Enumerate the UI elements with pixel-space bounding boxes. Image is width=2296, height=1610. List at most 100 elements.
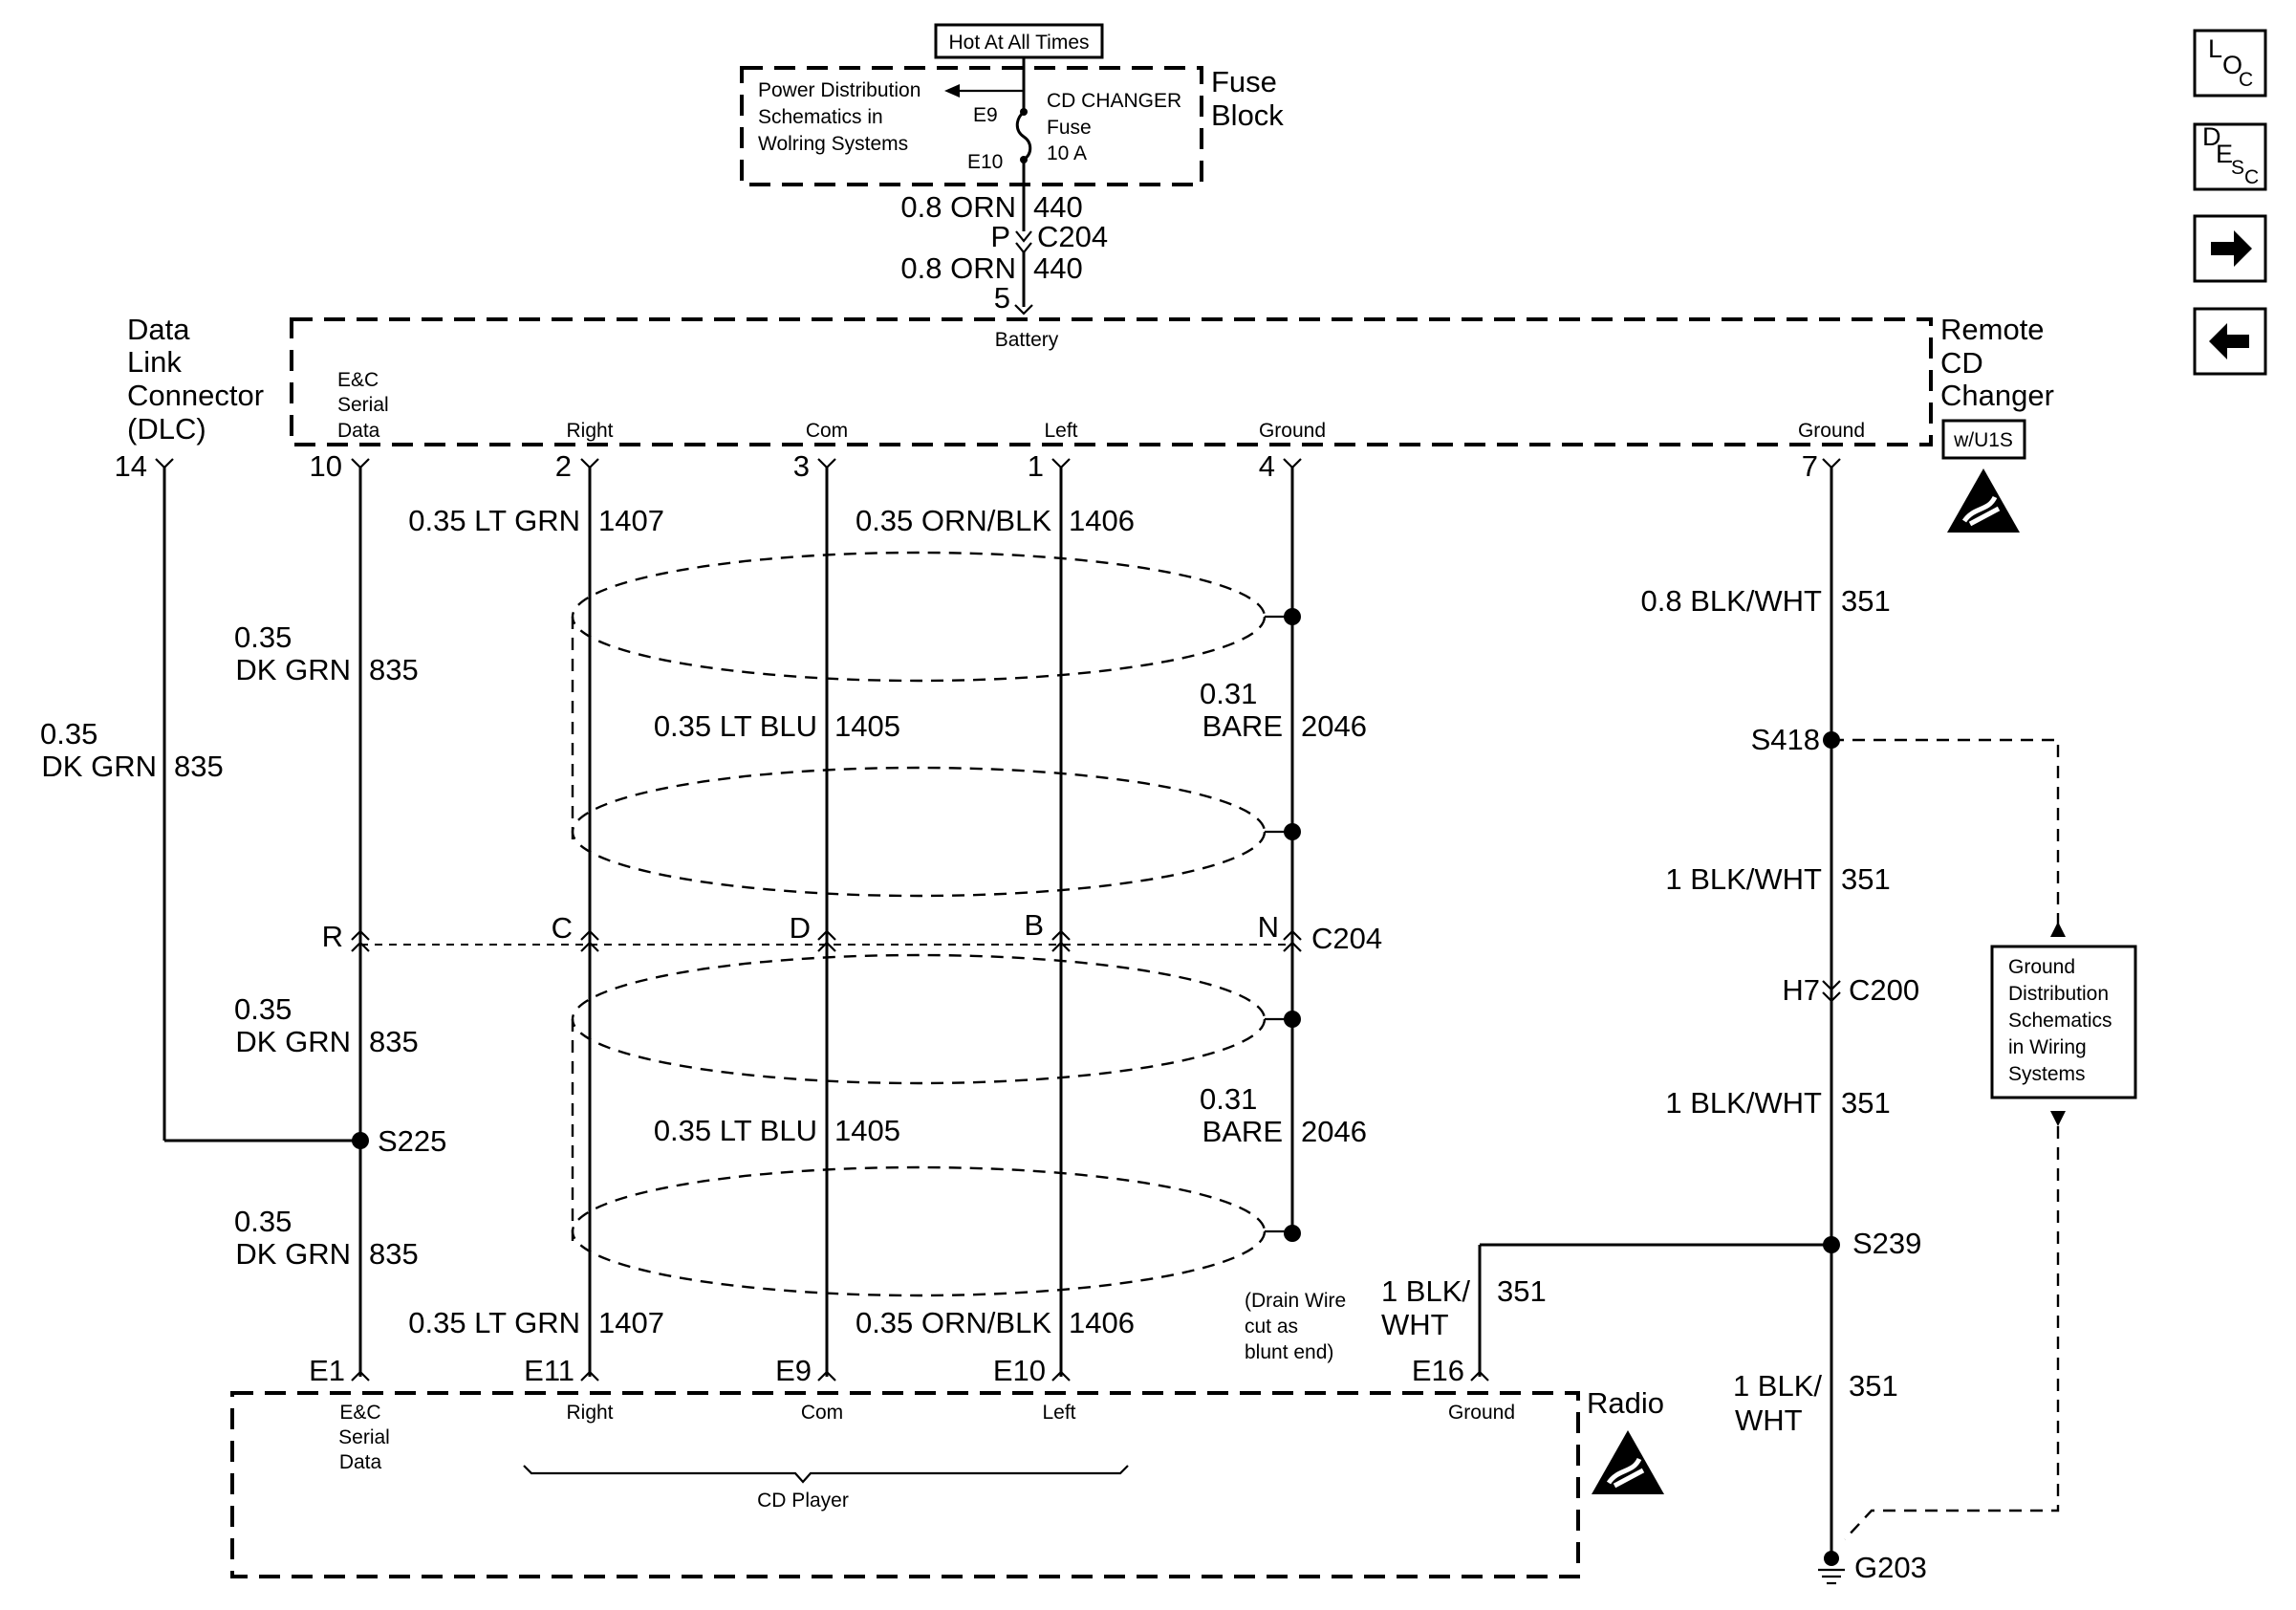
ground-ref-dashed-bottom [1844, 1126, 2060, 1540]
splice-s225-label: S225 [378, 1124, 446, 1158]
changer-pin3-label: Com [806, 420, 848, 442]
next-button[interactable] [2193, 214, 2267, 283]
changer-pin-1: 1 [1028, 449, 1044, 483]
upper-serial-wire-circuit: 835 [369, 653, 419, 686]
upper-left-wire-gauge: 0.35 ORN/BLK [856, 504, 1051, 537]
cd-player-label: CD Player [757, 1490, 849, 1512]
lower-drain-wire-circuit: 2046 [1301, 1115, 1367, 1148]
cd-changer-title-2: CD [1940, 346, 1983, 380]
radio-ground-wire-circuit: 351 [1497, 1274, 1547, 1308]
ground-w3-gauge: 1 BLK/WHT [1665, 1086, 1822, 1120]
location-button-o: O [2222, 51, 2242, 79]
splice-s225-dot [352, 1132, 369, 1149]
arrow-left-icon [2209, 323, 2249, 359]
ground-w1-gauge: 0.8 BLK/WHT [1641, 584, 1823, 618]
option-w-u1s-box [1941, 419, 2026, 460]
ground-distribution-ref-3: Schematics [2008, 1010, 2112, 1032]
fuse-block-outline [740, 66, 1203, 186]
changer-pin7-label: Ground [1798, 420, 1865, 442]
dlc-title-3: Connector [127, 379, 264, 412]
previous-button[interactable] [2193, 307, 2267, 376]
lower-serial2-wire-gauge: 0.35 [234, 1205, 292, 1238]
cd-changer-fuse-label-2: Fuse [1047, 117, 1092, 139]
c200-pin-h7: H7 [1782, 973, 1820, 1007]
changer-pin4-label: Ground [1259, 420, 1326, 442]
fuse-term-e10: E10 [967, 151, 1003, 173]
c204-feed-connector-icon [1015, 230, 1032, 254]
c204-pin-d: D [790, 911, 811, 945]
power-distribution-ref: Power Distribution [758, 79, 921, 101]
ground-distribution-ref-box [1990, 945, 2137, 1099]
lower-drain-wire-gauge: 0.31 [1200, 1082, 1257, 1116]
esd-warning-icon [1947, 468, 2020, 533]
fuse-term-e9: E9 [973, 104, 998, 126]
ground-ref-arrow-up [2050, 922, 2066, 937]
radio-pin-e16: E16 [1412, 1354, 1464, 1387]
hot-at-all-times-box [934, 23, 1104, 59]
lower-serial2-wire-circuit: 835 [369, 1237, 419, 1271]
upper-serial-wire-color: DK GRN [235, 653, 351, 686]
dlc-pin-14: 14 [115, 449, 147, 483]
location-button-l: L [2208, 34, 2222, 63]
cd-changer-fuse-label-3: 10 A [1047, 142, 1087, 164]
changer-pin10-label: E&C [337, 369, 379, 391]
radio-ground-wire-color: 1 BLK/ [1381, 1274, 1470, 1308]
lower-serial2-wire-color: DK GRN [235, 1237, 351, 1271]
changer-pin1-label: Left [1044, 420, 1077, 442]
radio-outline [230, 1391, 1580, 1578]
c200-connector-icon [1822, 980, 1841, 1003]
changer-pin-10: 10 [310, 449, 342, 483]
radio-pin-e11: E11 [524, 1354, 574, 1387]
description-button-e: E [2216, 140, 2233, 168]
fuse-icon [1015, 110, 1032, 162]
ground-w4-color-2: WHT [1735, 1403, 1803, 1437]
dlc-wire-color: DK GRN [41, 750, 157, 783]
hot-at-all-times-label: Hot At All Times [948, 32, 1089, 54]
c204-feed-name: C204 [1037, 220, 1108, 253]
cd-changer-fuse-label: CD CHANGER [1047, 90, 1181, 112]
upper-com-wire-circuit: 1405 [834, 709, 900, 743]
dlc-title: Data [127, 313, 190, 346]
fuse-block-title-2: Block [1211, 98, 1284, 132]
arrow-right-icon [2211, 230, 2252, 267]
description-button-s: S [2231, 157, 2244, 179]
radio-pin-e10-label: Left [1042, 1402, 1075, 1424]
upper-serial-wire-gauge: 0.35 [234, 620, 292, 654]
pin-terminal-icons [155, 458, 1841, 469]
drain-splice-dots [1284, 608, 1301, 1242]
radio-pin-e9: E9 [775, 1354, 812, 1387]
splice-s239-label: S239 [1852, 1227, 1921, 1260]
upper-drain-wire-gauge: 0.31 [1200, 677, 1257, 710]
splice-s418-label: S418 [1751, 723, 1820, 756]
feed-wire-upper-circuit: 440 [1033, 190, 1083, 224]
location-button[interactable]: L O C [2193, 29, 2267, 98]
lower-com-wire-gauge: 0.35 LT BLU [654, 1114, 817, 1147]
cd-player-brace [523, 1465, 1129, 1484]
lower-left-wire-gauge: 0.35 ORN/BLK [856, 1306, 1051, 1339]
c204-name: C204 [1311, 922, 1382, 955]
lower-com-wire-circuit: 1405 [834, 1114, 900, 1147]
lower-left-wire-circuit: 1406 [1069, 1306, 1135, 1339]
radio-pin-e1-label-3: Data [339, 1451, 382, 1473]
upper-right-wire-gauge: 0.35 LT GRN [408, 504, 580, 537]
drain-wire-note: (Drain Wire [1245, 1290, 1346, 1312]
changer-pin2-label: Right [566, 420, 613, 442]
remote-cd-changer-outline [290, 317, 1933, 446]
ground-w1-circuit: 351 [1841, 584, 1891, 618]
dlc-title-2: Link [127, 345, 182, 379]
upper-left-wire-circuit: 1406 [1069, 504, 1135, 537]
ground-distribution-ref: Ground [2008, 956, 2075, 978]
changer-pin-2: 2 [555, 449, 572, 483]
ground-w3-circuit: 351 [1841, 1086, 1891, 1120]
shield-lower [571, 953, 1292, 1297]
lower-serial-wire-color: DK GRN [235, 1025, 351, 1058]
lower-serial-wire-gauge: 0.35 [234, 992, 292, 1026]
upper-drain-wire-color: BARE [1202, 709, 1283, 743]
changer-pin10-label-3: Data [337, 420, 380, 442]
lower-right-wire-circuit: 1407 [598, 1306, 664, 1339]
radio-pin-terminal-icons [351, 1370, 1489, 1382]
feed-wire-lower-circuit: 440 [1033, 251, 1083, 285]
description-button-d: D [2202, 122, 2221, 151]
description-button[interactable]: D E S C [2193, 122, 2267, 191]
splice-s239-dot [1823, 1236, 1840, 1253]
